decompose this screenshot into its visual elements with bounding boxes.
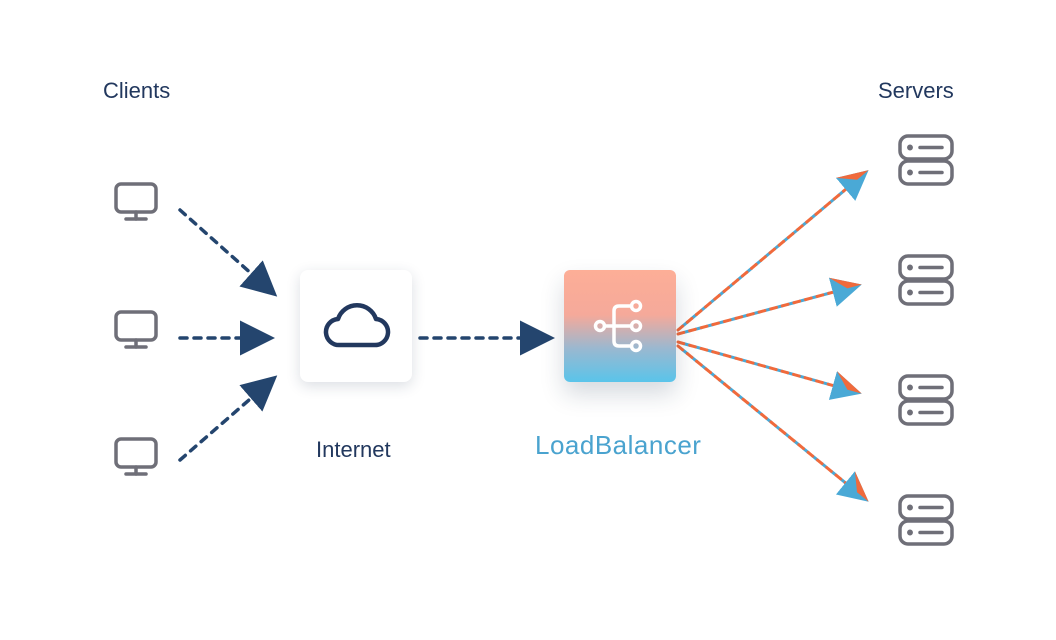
server-1 xyxy=(898,134,954,186)
internet-label: Internet xyxy=(316,437,391,462)
load-balancer-node xyxy=(564,270,676,382)
arrow-lb-server2 xyxy=(676,277,862,336)
client-monitor-2 xyxy=(114,310,158,349)
cloud-icon xyxy=(323,303,391,348)
arrow-lb-server1 xyxy=(676,170,869,332)
arrow-lb-server4 xyxy=(676,344,869,502)
monitor-icon xyxy=(114,182,158,221)
client-arrows xyxy=(178,208,278,462)
server-icon xyxy=(898,374,954,426)
arrow-lb-server3 xyxy=(676,340,862,400)
servers-label: Servers xyxy=(878,78,954,103)
monitor-icon xyxy=(114,310,158,349)
load-balancer-label: LoadBalancer xyxy=(535,430,702,460)
server-2 xyxy=(898,254,954,306)
monitor-icon xyxy=(114,437,158,476)
arrow-client3-internet xyxy=(178,375,278,462)
server-icon xyxy=(898,254,954,306)
server-icon xyxy=(898,494,954,546)
clients-label: Clients xyxy=(103,78,171,103)
client-monitor-3 xyxy=(114,437,158,476)
internet-node xyxy=(300,270,412,382)
server-3 xyxy=(898,374,954,426)
server-icon xyxy=(898,134,954,186)
server-4 xyxy=(898,494,954,546)
client-monitor-1 xyxy=(114,182,158,221)
arrow-client1-internet xyxy=(178,208,278,297)
branch-split-icon xyxy=(564,270,676,382)
server-arrows xyxy=(676,170,869,502)
